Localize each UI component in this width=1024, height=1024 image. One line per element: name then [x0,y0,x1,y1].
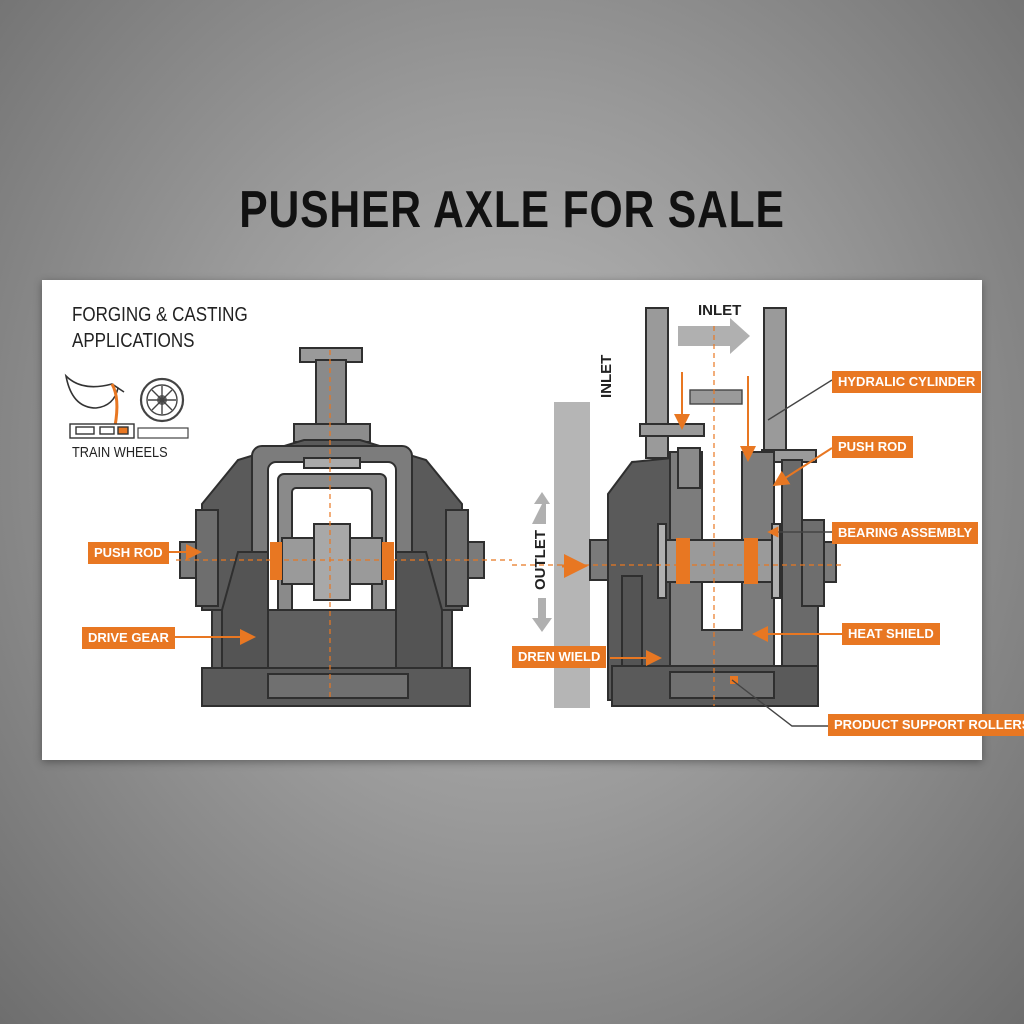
train-wheel-icon [137,377,189,439]
label-product-support-rollers: PRODUCT SUPPORT ROLLERS [828,714,1024,736]
label-heat-shield: HEAT SHIELD [842,623,940,645]
inlet-guide-block [689,389,743,405]
mold-tray-icon [69,423,135,439]
outlet-label: OUTLET [532,530,549,590]
label-push-rod-left: PUSH ROD [88,542,169,564]
ladle-pour-icon [64,373,125,427]
diagram-panel: FORGING & CASTING APPLICATIONS TRAIN WHE… [42,280,1024,760]
right-push-rod-arrow [772,447,833,487]
inlet-side-label: INLET [598,354,615,398]
hydraulic-cylinder-leader [767,379,833,421]
inlet-top-label: INLET [698,302,742,319]
train-wheels-caption: TRAIN WHEELS [72,444,168,461]
label-dren-wield: DREN WIELD [512,646,607,668]
machine-diagram [64,307,842,727]
page-title: PUSHER AXLE FOR SALE [239,181,785,239]
left-machine [179,347,485,707]
label-push-rod-right: PUSH ROD [832,436,913,458]
product-support-rollers-leader [731,679,830,727]
outlet-arrows [532,492,552,632]
label-bearing-assembly: BEARING ASSEMBLY [832,522,979,544]
label-hydraulic-cylinder: HYDRALIC CYLINDER [832,371,982,393]
label-drive-gear: DRIVE GEAR [82,627,175,649]
applications-heading: FORGING & CASTING APPLICATIONS [72,302,248,354]
applications-heading-line1: FORGING & CASTING [72,304,248,326]
applications-heading-line2: APPLICATIONS [72,330,195,352]
right-machine [589,307,837,707]
